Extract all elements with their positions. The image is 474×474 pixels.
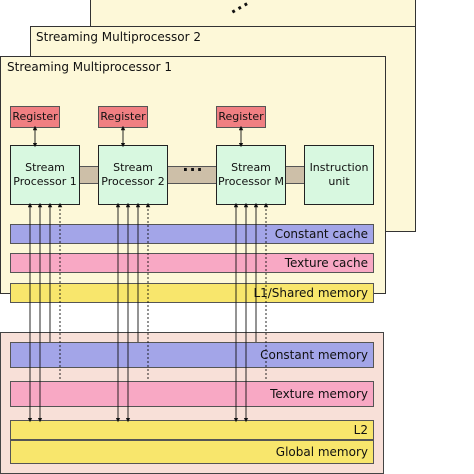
sm2-title: Streaming Multiprocessor 2 (36, 30, 201, 44)
stream-processor-1: Stream Processor 1 (10, 145, 80, 205)
l2-bar: L2 (10, 420, 374, 440)
l1-shared-memory-bar: L1/Shared memory (10, 283, 374, 303)
register-2: Register (98, 106, 148, 128)
global-memory-bar: Global memory (10, 440, 374, 464)
constant-cache-bar: Constant cache (10, 224, 374, 244)
texture-memory-bar: Texture memory (10, 381, 374, 407)
stream-processor-m-label: Stream Processor M (218, 161, 284, 188)
sm1-title: Streaming Multiprocessor 1 (7, 60, 172, 74)
constant-memory-bar: Constant memory (10, 342, 374, 368)
stream-processor-1-label: Stream Processor 1 (13, 161, 77, 188)
instruction-unit-label: Instruction unit (309, 161, 369, 188)
stream-processor-m: Stream Processor M (216, 145, 286, 205)
stream-processor-2-label: Stream Processor 2 (101, 161, 165, 188)
stream-processor-2: Stream Processor 2 (98, 145, 168, 205)
instruction-unit: Instruction unit (304, 145, 374, 205)
processor-dots: ··· (182, 160, 204, 179)
texture-cache-bar: Texture cache (10, 253, 374, 273)
